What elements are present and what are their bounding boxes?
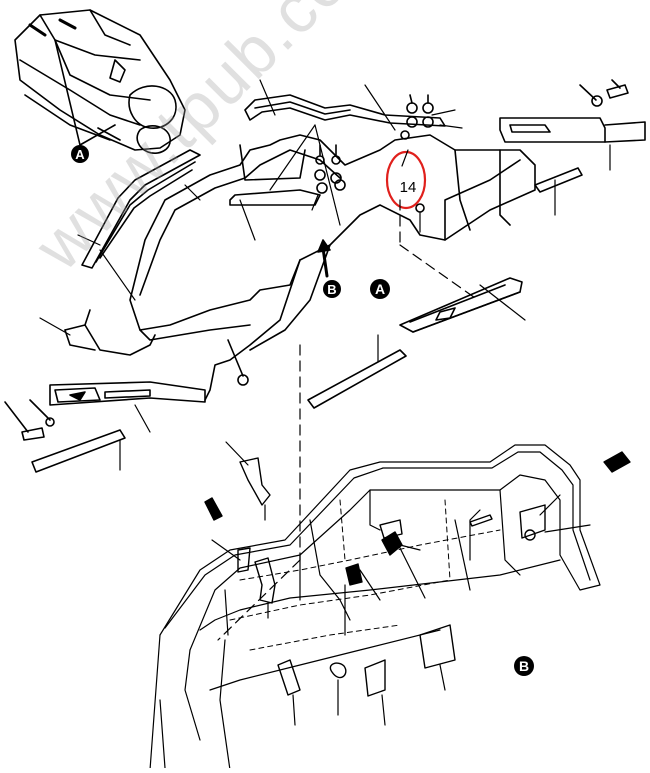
view-label-b-mid: B <box>323 280 341 298</box>
hardware-stack <box>314 94 434 213</box>
view-label-b-bottom: B <box>514 656 534 676</box>
callout-number: 14 <box>400 179 417 196</box>
strip-middle <box>307 349 407 409</box>
leader-lines-lower <box>159 441 591 769</box>
svg-text:A: A <box>375 281 385 297</box>
lower-frame-b <box>149 444 601 771</box>
view-label-a-mid: A <box>370 279 390 299</box>
bracket-left <box>64 309 156 356</box>
flat-strip-lower-left <box>31 429 126 473</box>
bolt-upper-right <box>579 79 629 107</box>
bracket-upper-right <box>499 117 646 143</box>
upper-frame <box>129 134 536 401</box>
svg-text:B: B <box>519 658 529 674</box>
svg-text:B: B <box>327 282 336 297</box>
helicopter-illustration <box>14 9 186 154</box>
lower-frame-hidden-lines <box>229 499 501 651</box>
view-label-a-top: A <box>71 145 89 163</box>
bolt-left <box>4 399 55 441</box>
lower-view-parts <box>204 451 631 697</box>
view-b-arrow-upper <box>317 239 331 278</box>
strip-right <box>534 167 583 193</box>
callout-14 <box>385 149 427 210</box>
channel-lower-left <box>49 381 206 406</box>
svg-text:A: A <box>75 147 85 162</box>
plate-middle-right <box>399 277 523 333</box>
leader-lines-upper <box>39 79 611 471</box>
gutter-strip-top <box>244 94 446 127</box>
